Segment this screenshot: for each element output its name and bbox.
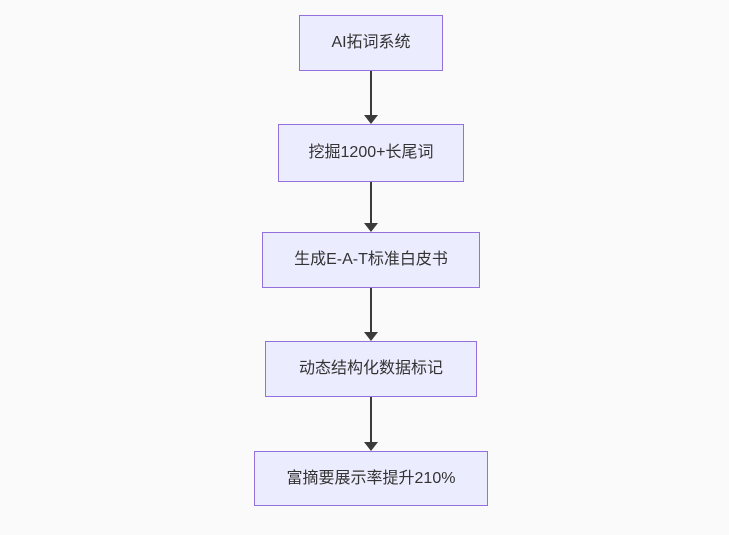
flow-arrow-3 [364, 288, 378, 341]
arrow-line [370, 397, 372, 442]
flow-arrow-2 [364, 182, 378, 232]
flowchart-node-2: 挖掘1200+长尾词 [278, 124, 464, 182]
arrowhead-down-icon [364, 442, 378, 451]
flowchart-node-1: AI拓词系统 [299, 15, 443, 71]
arrowhead-down-icon [364, 223, 378, 232]
flowchart-node-5: 富摘要展示率提升210% [254, 451, 488, 506]
node-label: AI拓词系统 [331, 34, 411, 52]
node-label: 挖掘1200+长尾词 [308, 144, 434, 162]
node-label: 动态结构化数据标记 [298, 360, 443, 378]
arrow-line [370, 182, 372, 223]
arrowhead-down-icon [364, 332, 378, 341]
arrow-line [370, 288, 372, 332]
node-label: 生成E-A-T标准白皮书 [294, 251, 448, 269]
flow-arrow-1 [364, 71, 378, 124]
flowchart-node-4: 动态结构化数据标记 [265, 341, 477, 397]
arrowhead-down-icon [364, 115, 378, 124]
node-label: 富摘要展示率提升210% [286, 469, 456, 487]
flowchart-node-3: 生成E-A-T标准白皮书 [262, 232, 480, 288]
flow-arrow-4 [364, 397, 378, 451]
arrow-line [370, 71, 372, 115]
